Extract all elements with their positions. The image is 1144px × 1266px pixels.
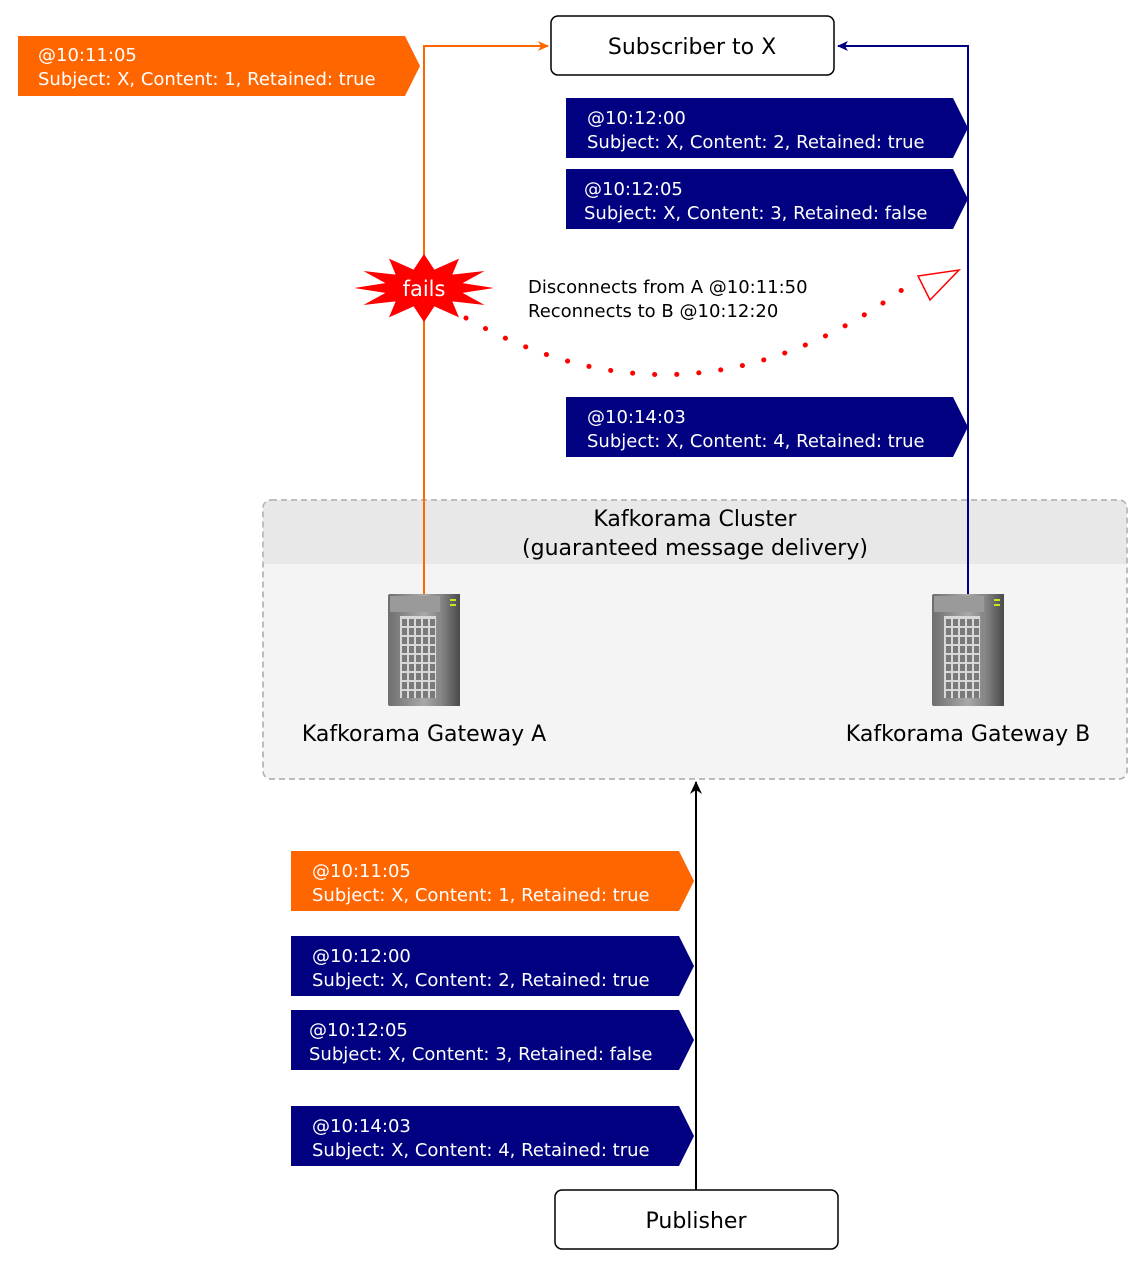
message-time: @10:12:05 [584,179,683,200]
message-time: @10:11:05 [38,45,137,66]
message-tag: @10:14:03 Subject: X, Content: 4, Retain… [566,397,968,457]
cluster-container: Kafkorama Cluster (guaranteed message de… [262,499,1128,780]
message-text: Subject: X, Content: 1, Retained: true [38,69,376,90]
message-text: Subject: X, Content: 3, Retained: false [584,203,928,224]
reconnect-note-line1: Disconnects from A @10:11:50 [528,277,808,298]
reconnect-note-line2: Reconnects to B @10:12:20 [528,301,778,322]
message-tag: @10:12:00 Subject: X, Content: 2, Retain… [566,98,968,158]
cluster-subtitle: (guaranteed message delivery) [522,536,868,561]
gateway-b-to-subscriber-line [837,41,969,596]
message-time: @10:14:03 [587,407,686,428]
publisher-box: Publisher [554,1189,839,1250]
message-tag: @10:14:03 Subject: X, Content: 4, Retain… [291,1106,694,1166]
message-time: @10:12:00 [312,946,411,967]
reconnect-arrowhead [916,268,962,302]
message-tag: @10:12:05 Subject: X, Content: 3, Retain… [566,169,968,229]
gateway-a-label: Kafkorama Gateway A [302,722,546,747]
message-text: Subject: X, Content: 2, Retained: true [312,970,650,991]
message-time: @10:11:05 [312,861,411,882]
message-text: Subject: X, Content: 2, Retained: true [587,132,925,153]
message-tag: @10:12:05 Subject: X, Content: 3, Retain… [291,1010,694,1070]
reconnect-dotted-curve [463,284,909,378]
cluster-title: Kafkorama Cluster [593,507,797,532]
message-tag: @10:11:05 Subject: X, Content: 1, Retain… [291,851,694,911]
message-time: @10:12:00 [587,108,686,129]
message-text: Subject: X, Content: 3, Retained: false [309,1044,653,1065]
gateway-a-server-icon [388,594,460,706]
gateway-a-to-subscriber-line [423,41,549,596]
message-time: @10:12:05 [309,1020,408,1041]
message-text: Subject: X, Content: 1, Retained: true [312,885,650,906]
fails-burst: fails [354,254,494,322]
message-tag: @10:11:05 Subject: X, Content: 1, Retain… [18,36,420,96]
message-time: @10:14:03 [312,1116,411,1137]
message-tag: @10:12:00 Subject: X, Content: 2, Retain… [291,936,694,996]
message-text: Subject: X, Content: 4, Retained: true [587,431,925,452]
publisher-label: Publisher [646,1209,748,1234]
subscriber-label: Subscriber to X [608,35,776,60]
fails-label: fails [403,277,446,301]
gateway-b-server-icon [932,594,1004,706]
gateway-b-label: Kafkorama Gateway B [846,722,1090,747]
message-text: Subject: X, Content: 4, Retained: true [312,1140,650,1161]
subscriber-box: Subscriber to X [550,15,835,76]
